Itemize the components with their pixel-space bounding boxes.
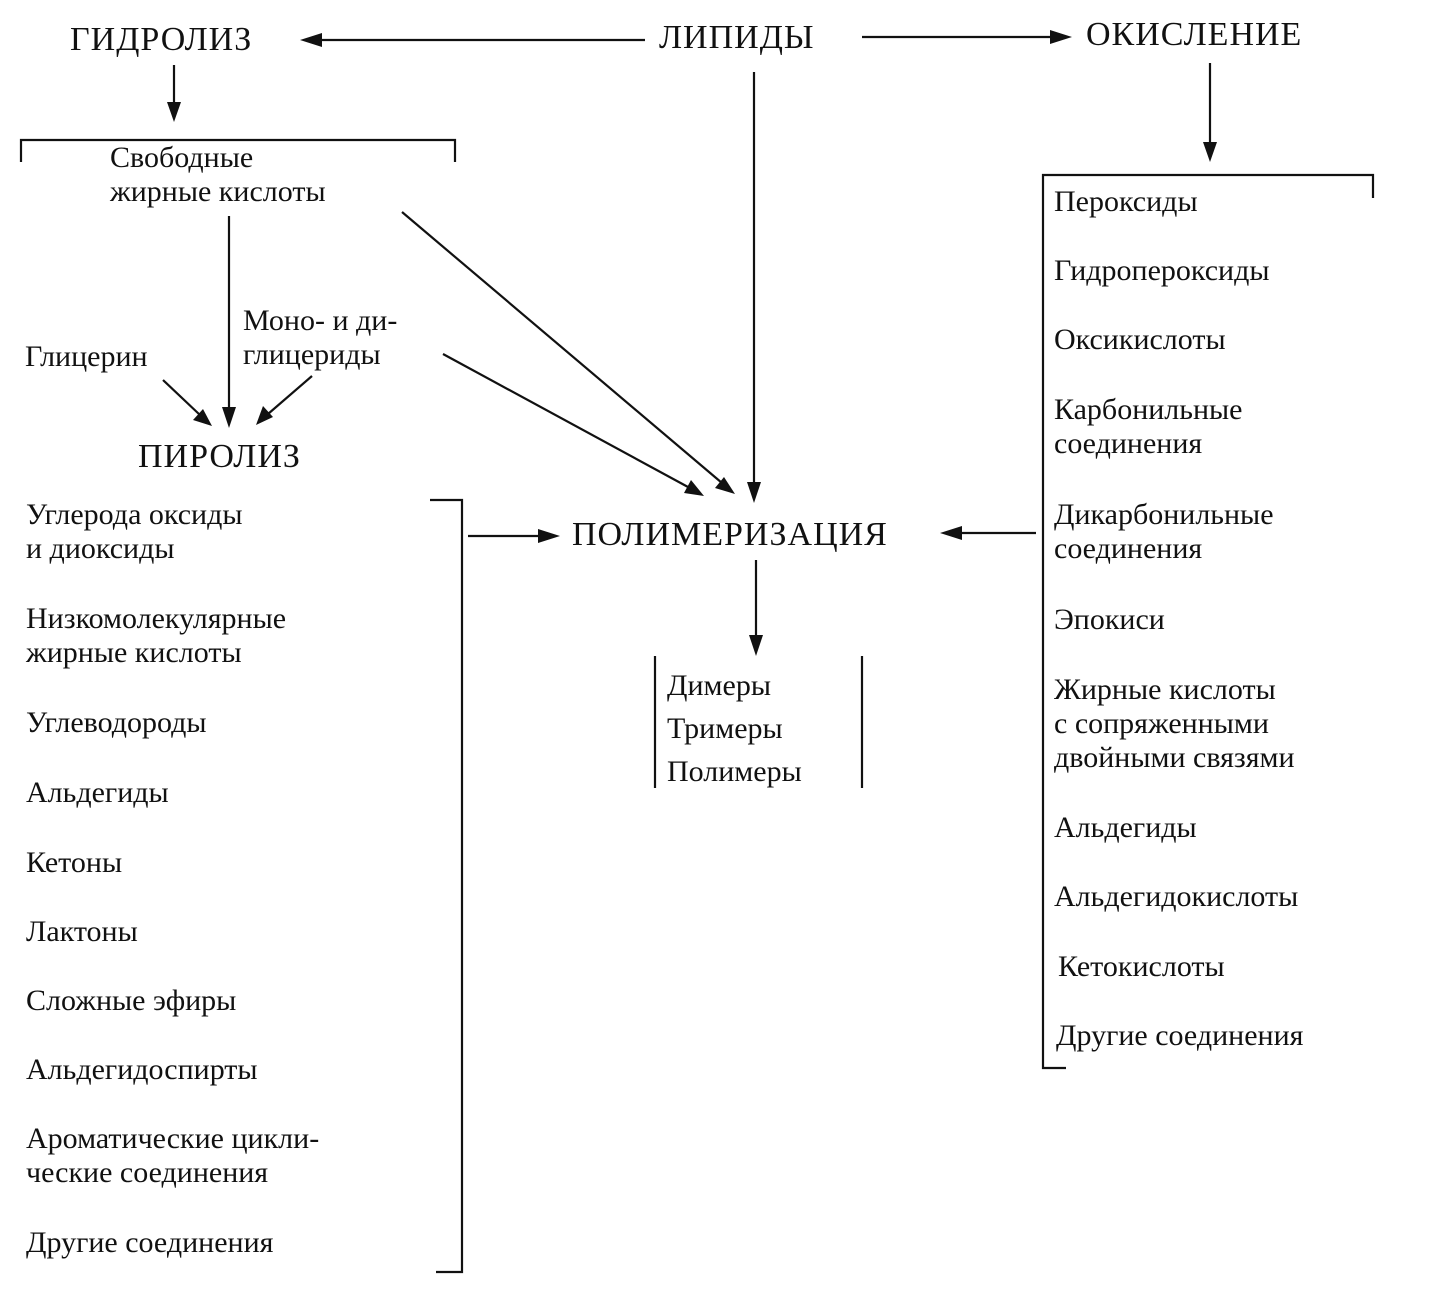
- arrowhead: [193, 409, 212, 426]
- oxidation-item-line: соединения: [1054, 532, 1203, 565]
- pyrolysis-item-line: Углеводороды: [26, 706, 207, 739]
- pyrolysis-item-line: Ароматические цикли-: [26, 1122, 320, 1155]
- polymerization-products: Димеры Тримеры Полимеры: [667, 664, 802, 793]
- pyrolysis-item-line: Сложные эфиры: [26, 984, 237, 1017]
- arrow-glycerol-to-pyrolysis: [162, 379, 201, 416]
- pyrolysis-item-line: Кетоны: [26, 846, 123, 879]
- pyrolysis-item: Углеводороды: [26, 706, 207, 740]
- arrow-glycerides-to-pyrolysis: [267, 375, 313, 415]
- free-fatty-acids-line: жирные кислоты: [110, 175, 326, 208]
- oxidation-item-line: Дикарбонильные: [1054, 498, 1274, 531]
- oxidation-item-line: Жирные кислоты: [1054, 673, 1276, 706]
- pyrolysis-item-line: и диоксиды: [26, 532, 175, 565]
- oxidation-item-line: соединения: [1054, 427, 1203, 460]
- node-polymerization: ПОЛИМЕРИЗАЦИЯ: [572, 516, 888, 553]
- oxidation-item: Эпокиси: [1054, 603, 1165, 637]
- oxidation-item: Пероксиды: [1054, 185, 1198, 219]
- oxidation-item-line: Альдегидокислоты: [1054, 880, 1299, 913]
- arrowhead: [715, 477, 735, 494]
- free-fatty-acids-line: Свободные: [110, 141, 254, 174]
- polymer-item: Димеры: [667, 669, 771, 702]
- node-lipids: ЛИПИДЫ: [659, 19, 815, 56]
- oxidation-item: Дикарбонильные соединения: [1054, 498, 1274, 566]
- mono-diglycerides-line: Моно- и ди-: [243, 304, 398, 337]
- arrowhead: [747, 482, 761, 503]
- pyrolysis-item-line: ческие соединения: [26, 1156, 269, 1189]
- pyrolysis-item: Кетоны: [26, 846, 122, 880]
- arrowhead: [749, 635, 763, 656]
- node-oxidation: ОКИСЛЕНИЕ: [1086, 16, 1303, 53]
- pyrolysis-item-line: Альдегидоспирты: [26, 1053, 258, 1086]
- mono-diglycerides-line: глицериды: [243, 338, 381, 371]
- polymer-item: Тримеры: [667, 712, 783, 745]
- pyrolysis-item: Углерода оксиды и диоксиды: [26, 498, 243, 566]
- pyrolysis-item: Ароматические цикли- ческие соединения: [26, 1122, 319, 1190]
- oxidation-item: Жирные кислоты с сопряженными двойными с…: [1054, 673, 1295, 775]
- oxidation-item-line: Кетокислоты: [1058, 950, 1225, 983]
- arrowhead: [300, 33, 322, 47]
- oxidation-item-line: Эпокиси: [1054, 603, 1165, 636]
- pyrolysis-item: Сложные эфиры: [26, 984, 236, 1018]
- arrowhead: [684, 480, 704, 496]
- oxidation-bracket: [1041, 173, 1375, 1070]
- oxidation-item-line: двойными связями: [1054, 741, 1295, 774]
- pyrolysis-item: Низкомолекулярные жирные кислоты: [26, 602, 286, 670]
- mono-diglycerides: Моно- и ди- глицериды: [243, 304, 397, 372]
- pyrolysis-item: Лактоны: [26, 915, 138, 949]
- oxidation-item-line: Оксикислоты: [1054, 323, 1226, 356]
- polymer-item: Полимеры: [667, 755, 802, 788]
- oxidation-item: Оксикислоты: [1054, 323, 1226, 357]
- oxidation-item-line: Альдегиды: [1054, 811, 1197, 844]
- hydrolysis-bracket: [19, 138, 457, 162]
- oxidation-item-line: с сопряженными: [1054, 707, 1269, 740]
- arrow-glycerides-to-polymerization: [442, 353, 689, 488]
- arrowhead: [1203, 142, 1217, 162]
- pyrolysis-item-line: Лактоны: [26, 915, 138, 948]
- pyrolysis-bracket: [430, 498, 464, 1274]
- glycerol: Глицерин: [25, 340, 148, 373]
- pyrolysis-item-line: Альдегиды: [26, 776, 169, 809]
- pyrolysis-item: Альдегиды: [26, 776, 169, 810]
- pyrolysis-item-line: жирные кислоты: [26, 636, 242, 669]
- free-fatty-acids: Свободные жирные кислоты: [110, 141, 326, 209]
- oxidation-item: Кетокислоты: [1058, 950, 1225, 984]
- arrowhead: [940, 526, 962, 540]
- oxidation-item: Другие соединения: [1056, 1019, 1303, 1053]
- node-hydrolysis: ГИДРОЛИЗ: [70, 21, 253, 58]
- oxidation-item-line: Пероксиды: [1054, 185, 1198, 218]
- oxidation-item-line: Гидропероксиды: [1054, 254, 1270, 287]
- pyrolysis-item-line: Углерода оксиды: [26, 498, 243, 531]
- pyrolysis-item-line: Низкомолекулярные: [26, 602, 287, 635]
- oxidation-item-line: Карбонильные: [1054, 393, 1243, 426]
- oxidation-item: Альдегиды: [1054, 811, 1197, 845]
- oxidation-item: Карбонильные соединения: [1054, 393, 1242, 461]
- oxidation-item-line: Другие соединения: [1056, 1019, 1304, 1052]
- arrowhead: [1050, 30, 1072, 44]
- oxidation-item: Гидропероксиды: [1054, 254, 1270, 288]
- node-pyrolysis: ПИРОЛИЗ: [138, 438, 301, 475]
- arrowhead: [538, 529, 560, 543]
- arrowhead: [167, 102, 181, 122]
- oxidation-item: Альдегидокислоты: [1054, 880, 1298, 914]
- arrow-ffa-to-polymerization: [401, 211, 723, 484]
- pyrolysis-item: Другие соединения: [26, 1226, 273, 1260]
- pyrolysis-item-line: Другие соединения: [26, 1226, 274, 1259]
- arrowhead: [222, 407, 236, 428]
- pyrolysis-item: Альдегидоспирты: [26, 1053, 258, 1087]
- arrowhead: [256, 406, 273, 425]
